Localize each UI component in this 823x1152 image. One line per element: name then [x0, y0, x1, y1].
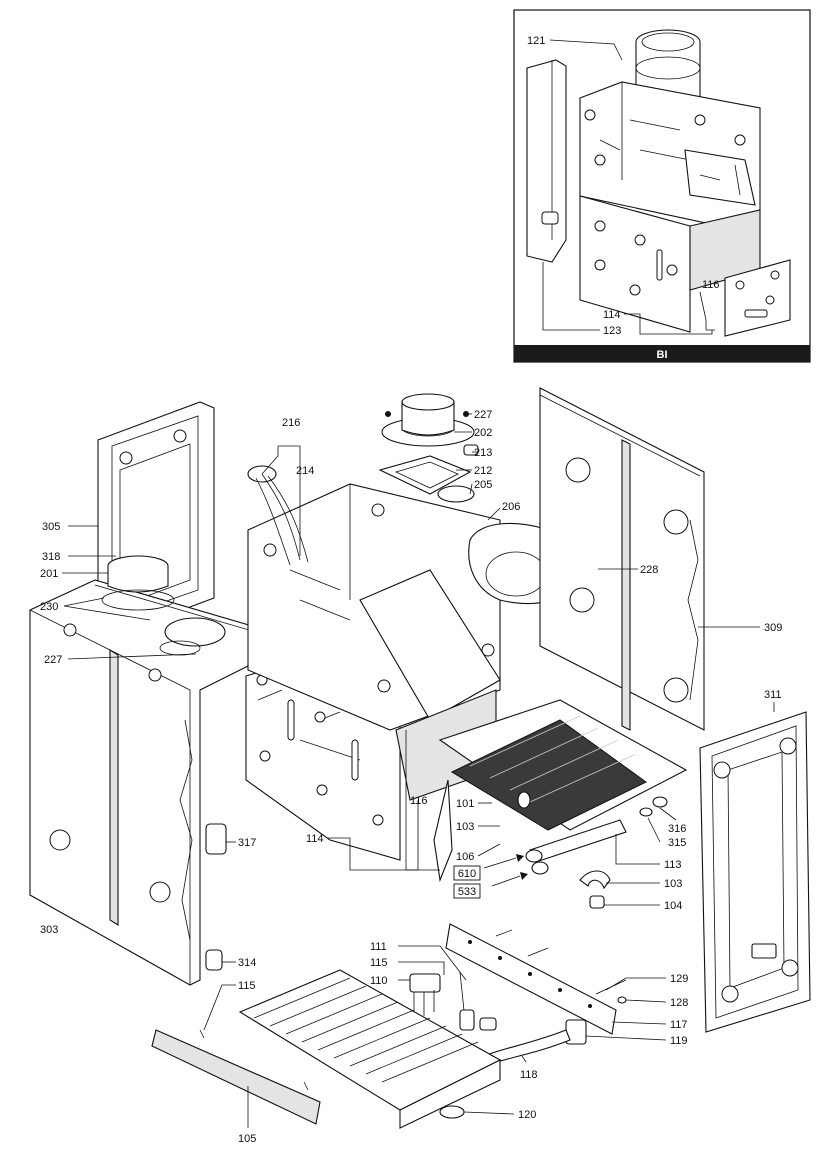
label-317: 317	[238, 837, 256, 849]
label-103-lower: 103	[664, 878, 682, 890]
label-115-upper: 115	[370, 957, 388, 969]
plug-315	[639, 807, 653, 817]
washer-128	[617, 996, 627, 1004]
label-610: 610	[458, 868, 476, 880]
ring-205	[437, 485, 475, 503]
label-318: 318	[42, 551, 60, 563]
inset-bi: BI 121	[513, 9, 811, 363]
label-120: 120	[518, 1109, 536, 1121]
label-311: 311	[764, 689, 782, 701]
clamp-103	[579, 870, 611, 890]
label-227-top: 227	[474, 409, 492, 421]
label-309: 309	[764, 622, 782, 634]
burner	[238, 969, 502, 1129]
clip-317	[205, 823, 227, 855]
inset-label-121: 121	[527, 35, 545, 47]
label-114: 114	[306, 833, 324, 845]
inset-title-bar	[514, 345, 810, 362]
label-314: 314	[238, 957, 256, 969]
gasket-212	[378, 455, 472, 495]
label-303: 303	[40, 924, 58, 936]
label-212: 212	[474, 465, 492, 477]
plug-316	[652, 796, 668, 808]
cover-311	[699, 711, 811, 1033]
label-105: 105	[238, 1133, 256, 1145]
label-205: 205	[474, 479, 492, 491]
casing-303	[29, 555, 302, 986]
inset-label-123: 123	[603, 325, 621, 337]
label-129: 129	[670, 973, 688, 985]
label-315: 315	[668, 837, 686, 849]
flow-arrow-icon	[491, 875, 521, 887]
label-119: 119	[670, 1035, 688, 1047]
label-101: 101	[456, 798, 474, 810]
electrodes	[409, 971, 497, 1031]
seal-120	[439, 1105, 465, 1119]
panel-309	[539, 387, 705, 731]
inset-side-panel	[526, 59, 567, 263]
label-533: 533	[458, 886, 476, 898]
label-316: 316	[668, 823, 686, 835]
clip-314	[205, 949, 223, 971]
part-labels: 216 214 227 202 213 212 205 206 228 305 …	[40, 409, 782, 1145]
label-116: 116	[410, 795, 428, 807]
label-213: 213	[474, 447, 492, 459]
label-104: 104	[664, 900, 682, 912]
inset-label-116: 116	[702, 279, 720, 291]
label-110: 110	[370, 975, 388, 987]
label-128: 128	[670, 997, 688, 1009]
label-305: 305	[42, 521, 60, 533]
label-202: 202	[474, 427, 492, 439]
label-214: 214	[296, 465, 314, 477]
label-103-upper: 103	[456, 821, 474, 833]
label-111: 111	[370, 941, 387, 953]
box-533	[453, 883, 481, 899]
boxed-labels: 610 533	[453, 865, 481, 899]
flow-arrow-icon	[483, 857, 517, 869]
clip-213	[463, 444, 479, 456]
label-206: 206	[502, 501, 520, 513]
inset-title: BI	[657, 349, 668, 361]
screw-115	[199, 1029, 205, 1039]
box-610	[453, 865, 481, 881]
leader-lines	[62, 413, 775, 1128]
label-216: 216	[282, 417, 300, 429]
label-113: 113	[664, 859, 682, 871]
label-106: 106	[456, 851, 474, 863]
label-201: 201	[40, 568, 58, 580]
flange-202	[381, 393, 475, 447]
rail-117	[445, 923, 627, 1035]
label-230: 230	[40, 601, 58, 613]
label-118: 118	[520, 1069, 538, 1081]
label-228: 228	[640, 564, 658, 576]
part-104	[589, 895, 605, 909]
label-117: 117	[670, 1019, 688, 1031]
bar-105	[151, 1029, 321, 1125]
label-115-lower: 115	[238, 980, 256, 992]
label-227-left: 227	[44, 654, 62, 666]
heat-exchanger-101	[433, 699, 688, 883]
inset-front-panel	[579, 195, 691, 333]
inset-label-114: 114	[603, 309, 621, 321]
